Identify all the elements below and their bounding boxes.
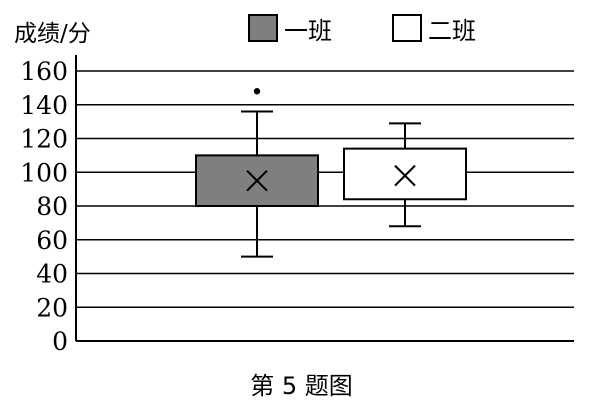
box-class-1 — [195, 88, 319, 258]
legend-label-class-2: 二班 — [428, 16, 476, 45]
legend-label-class-1: 一班 — [284, 16, 332, 45]
outlier-point-1 — [253, 88, 261, 95]
box-class-2 — [343, 122, 467, 228]
mean-marker-stroke-2 — [246, 169, 268, 192]
y-tick-label-0: 0 — [52, 327, 68, 356]
mean-marker-stroke-2 — [394, 164, 416, 187]
box-iqr — [343, 147, 467, 201]
legend-swatch-class-2 — [392, 14, 422, 42]
y-tick-label-40: 40 — [36, 260, 68, 289]
y-tick-label-60: 60 — [36, 226, 68, 255]
legend-item-class-2: 二班 — [392, 12, 476, 45]
y-tick-label-120: 120 — [20, 125, 68, 154]
y-axis-title: 成绩/分 — [14, 21, 91, 47]
y-tick-label-80: 80 — [36, 192, 68, 221]
y-tick-label-20: 20 — [36, 293, 68, 322]
legend-item-class-1: 一班 — [248, 12, 332, 45]
y-tick-label-100: 100 — [20, 158, 68, 187]
y-tick-label-140: 140 — [20, 91, 68, 120]
figure-caption: 第 5 题图 — [250, 372, 353, 400]
legend-swatch-class-1 — [248, 14, 278, 42]
y-tick-label-160: 160 — [20, 57, 68, 86]
